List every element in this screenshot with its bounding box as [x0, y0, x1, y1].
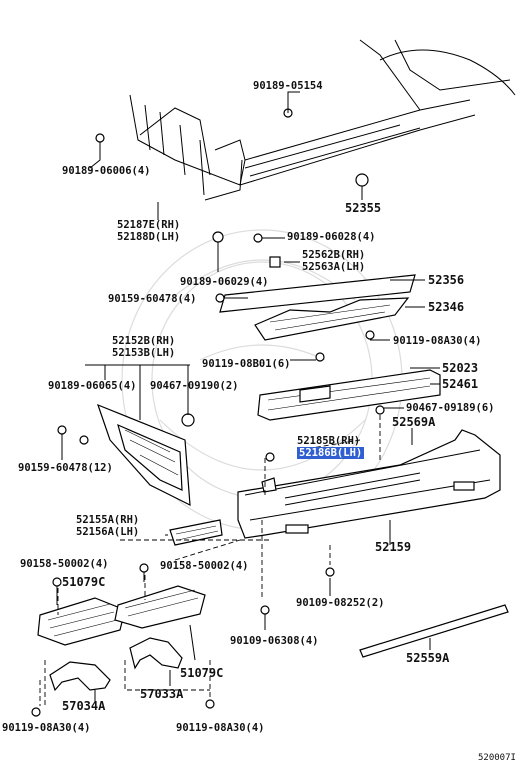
steps [37, 585, 206, 646]
part-label[interactable]: 52153B(LH) [112, 347, 176, 359]
part-label[interactable]: 52559A [406, 651, 450, 665]
part-label[interactable]: 90158-50002(4) [20, 558, 109, 570]
part-label-highlighted[interactable]: 52186B(LH) [297, 447, 365, 459]
leader-lines [56, 91, 440, 702]
part-label[interactable]: 90159-60478(4) [108, 293, 197, 305]
part-label[interactable]: 52155A(RH) [76, 514, 140, 526]
bumper-reinforcement [257, 369, 441, 421]
part-label[interactable]: 52187E(RH) [117, 219, 181, 231]
part-label[interactable]: 52569A [392, 415, 436, 429]
rear-bumper-cover [237, 429, 501, 539]
part-label[interactable]: 90109-08252(2) [296, 597, 385, 609]
part-label[interactable]: 52355 [345, 201, 382, 215]
part-label[interactable]: 90119-08A30(4) [393, 335, 482, 347]
vehicle-body-outline [129, 39, 516, 201]
step-brackets [49, 637, 183, 692]
part-label[interactable]: 57034A [62, 699, 106, 713]
part-label[interactable]: 90189-06028(4) [287, 231, 376, 243]
part-label[interactable]: 90189-06029(4) [180, 276, 269, 288]
part-label[interactable]: 52156A(LH) [76, 526, 140, 538]
part-label[interactable]: 51079C [180, 666, 224, 680]
part-label[interactable]: 90109-06308(4) [230, 635, 319, 647]
part-label[interactable]: 90189-06006(4) [62, 165, 151, 177]
part-label[interactable]: 52461 [442, 377, 479, 391]
small-plate [169, 519, 223, 546]
part-label[interactable]: 52563A(LH) [302, 261, 366, 273]
part-label[interactable]: 90467-09190(2) [150, 380, 239, 392]
part-label[interactable]: 52023 [442, 361, 479, 375]
step-plates [219, 274, 416, 341]
part-label[interactable]: 90467-09189(6) [406, 402, 495, 414]
part-label[interactable]: 52346 [428, 300, 465, 314]
assembly-dashed-lines [39, 415, 381, 706]
part-label[interactable]: 52356 [428, 273, 465, 287]
part-label[interactable]: 90189-06065(4) [48, 380, 137, 392]
part-label[interactable]: 57033A [140, 687, 184, 701]
part-label[interactable]: 90119-08A30(4) [2, 722, 91, 734]
diagram-id: 520007I [478, 753, 516, 763]
part-label[interactable]: 90119-08B01(6) [202, 358, 291, 370]
part-label[interactable]: 90119-08A30(4) [176, 722, 265, 734]
part-label[interactable]: 90189-05154 [253, 80, 323, 92]
side-bumper-extension [97, 403, 191, 507]
part-label[interactable]: 52159 [375, 540, 412, 554]
part-label[interactable]: 90158-50002(4) [160, 560, 249, 572]
part-label[interactable]: 52562B(RH) [302, 249, 366, 261]
part-label[interactable]: 52188D(LH) [117, 231, 181, 243]
part-label[interactable]: 52185B(RH) [297, 435, 361, 447]
part-label[interactable]: 51079C [62, 575, 106, 589]
part-label[interactable]: 52152B(RH) [112, 335, 176, 347]
trim-strip [359, 604, 509, 658]
part-label[interactable]: 90159-60478(12) [18, 462, 113, 474]
